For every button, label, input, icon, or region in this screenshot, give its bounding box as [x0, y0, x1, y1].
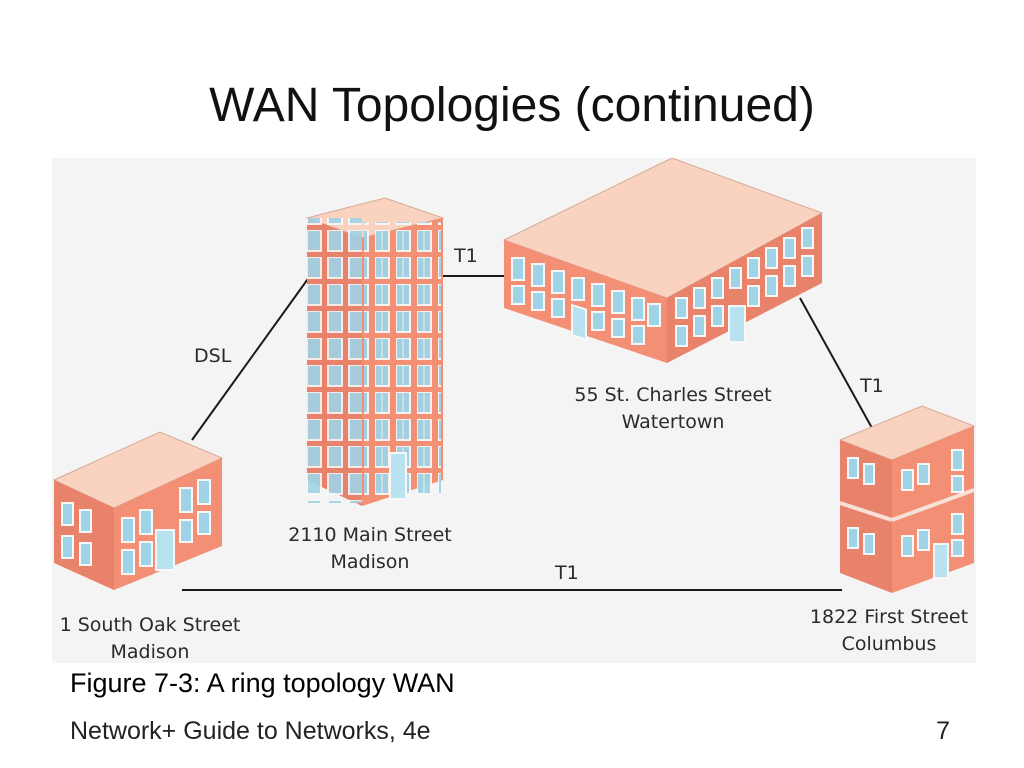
node-city-main-street: Madison	[331, 551, 410, 573]
link-dsl	[191, 275, 311, 441]
link-label-dsl: DSL	[194, 345, 232, 367]
footer-book-title: Network+ Guide to Networks, 4e	[70, 717, 431, 745]
diagram-svg: DSL T1 T1 T1 2110 Main Street Madison 55…	[52, 157, 976, 663]
link-t1-watertown-columbus	[799, 297, 873, 429]
slide-title: WAN Topologies (continued)	[209, 79, 815, 132]
page-number: 7	[936, 717, 950, 745]
ring-topology-diagram: DSL T1 T1 T1 2110 Main Street Madison 55…	[52, 157, 976, 663]
node-city-st-charles: Watertown	[622, 411, 725, 433]
links	[182, 275, 873, 591]
building-st-charles	[502, 157, 824, 363]
node-label-st-charles: 55 St. Charles Street	[574, 384, 771, 406]
node-label-main-street: 2110 Main Street	[288, 524, 452, 546]
node-city-first-street: Columbus	[842, 633, 937, 655]
link-label-t1-top: T1	[453, 245, 478, 267]
building-south-oak	[52, 431, 224, 590]
building-first-street	[838, 405, 976, 593]
figure-caption: Figure 7-3: A ring topology WAN	[70, 668, 455, 698]
link-label-t1-bottom: T1	[554, 562, 579, 584]
node-label-south-oak: 1 South Oak Street	[60, 614, 241, 636]
node-city-south-oak: Madison	[111, 641, 190, 663]
link-label-t1-right: T1	[859, 375, 884, 397]
node-label-first-street: 1822 First Street	[810, 606, 968, 628]
building-main-street	[305, 197, 445, 506]
